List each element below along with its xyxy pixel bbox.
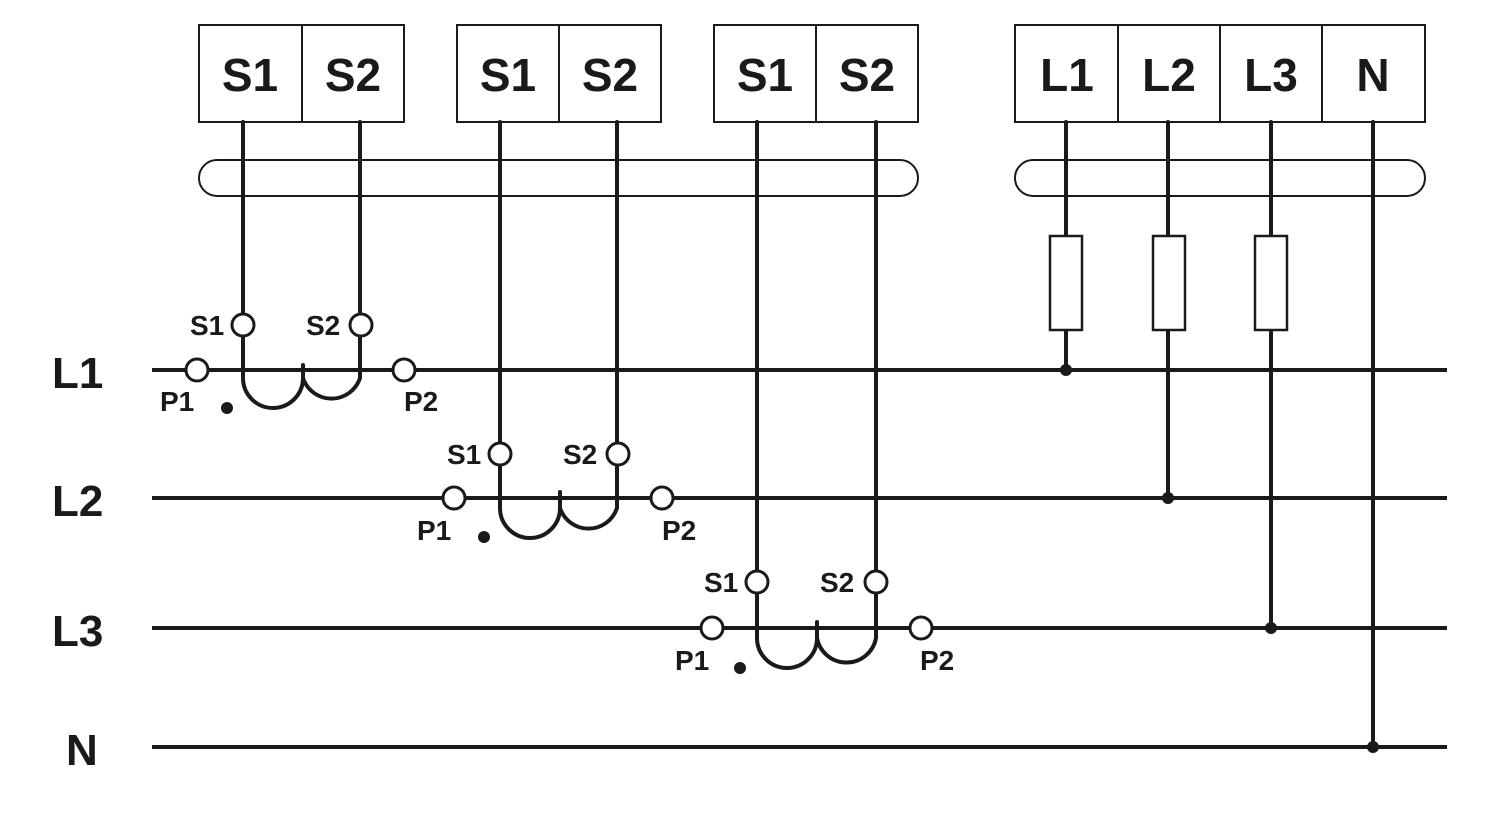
terminal-box bbox=[815, 24, 919, 123]
current-transformer-l3: S1 S2 P1 P2 bbox=[675, 567, 954, 676]
ct-label: P1 bbox=[675, 645, 709, 676]
polarity-dot bbox=[734, 662, 746, 674]
fuse bbox=[1253, 234, 1289, 332]
voltage-wires bbox=[1048, 120, 1379, 753]
current-transformer-l1: S1 S2 P1 P2 bbox=[160, 310, 438, 417]
terminal-box bbox=[1321, 24, 1426, 123]
terminal-s2 bbox=[348, 312, 374, 338]
junction-dot bbox=[1265, 622, 1277, 634]
line-label: L1 bbox=[52, 349, 103, 398]
terminal-box bbox=[1117, 24, 1221, 123]
ct-label: S1 bbox=[190, 310, 224, 341]
terminal-s1 bbox=[487, 441, 513, 467]
terminal-s2 bbox=[863, 569, 889, 595]
terminal-box bbox=[198, 24, 303, 123]
fuse bbox=[1151, 234, 1187, 332]
terminal-label: L1 bbox=[1040, 49, 1094, 101]
terminal-label: S2 bbox=[582, 49, 638, 101]
line-label: L3 bbox=[52, 607, 103, 656]
ct-coil bbox=[498, 465, 619, 540]
line-label: L2 bbox=[52, 477, 103, 526]
terminal-p2 bbox=[649, 485, 675, 511]
polarity-dot bbox=[221, 402, 233, 414]
terminal-s1 bbox=[744, 569, 770, 595]
cable-bundle-voltage bbox=[1014, 159, 1426, 197]
terminal-label: L2 bbox=[1142, 49, 1196, 101]
ct-label: P1 bbox=[160, 386, 194, 417]
ct-label: S1 bbox=[447, 439, 481, 470]
polarity-dot bbox=[478, 531, 490, 543]
terminal-box bbox=[713, 24, 817, 123]
ct-label: S2 bbox=[563, 439, 597, 470]
terminal-label: S1 bbox=[480, 49, 536, 101]
current-terminal-block-1: S1 S2 bbox=[198, 24, 405, 123]
terminal-box bbox=[301, 24, 405, 123]
terminal-p2 bbox=[908, 615, 934, 641]
current-terminal-block-2: S1 S2 bbox=[456, 24, 662, 123]
terminal-s2 bbox=[605, 441, 631, 467]
fuse bbox=[1048, 234, 1084, 332]
terminal-s1 bbox=[230, 312, 256, 338]
phase-lines: L1 L2 L3 N bbox=[52, 349, 1447, 775]
terminal-p1 bbox=[441, 485, 467, 511]
terminal-label: S2 bbox=[839, 49, 895, 101]
ct-label: P1 bbox=[417, 515, 451, 546]
current-transformer-l2: S1 S2 P1 P2 bbox=[417, 439, 696, 546]
voltage-terminal-block: L1 L2 L3 N bbox=[1014, 24, 1426, 123]
cable-bundle-current bbox=[198, 159, 919, 197]
current-terminal-block-3: S1 S2 bbox=[713, 24, 919, 123]
terminal-label: L3 bbox=[1244, 49, 1298, 101]
ct-label: S2 bbox=[306, 310, 340, 341]
junction-dot bbox=[1162, 492, 1174, 504]
terminal-label: S2 bbox=[325, 49, 381, 101]
ct-label: P2 bbox=[662, 515, 696, 546]
ct-label: S1 bbox=[704, 567, 738, 598]
terminal-p1 bbox=[699, 615, 725, 641]
terminal-p2 bbox=[391, 357, 417, 383]
junction-dot bbox=[1060, 364, 1072, 376]
terminal-box bbox=[558, 24, 662, 123]
terminal-p1 bbox=[184, 357, 210, 383]
terminal-box bbox=[456, 24, 560, 123]
crossing-marks bbox=[499, 300, 1374, 675]
terminal-label: S1 bbox=[737, 49, 793, 101]
terminal-label: S1 bbox=[222, 49, 278, 101]
ct-coil bbox=[241, 336, 362, 410]
ct-label: S2 bbox=[820, 567, 854, 598]
secondary-wires bbox=[241, 120, 878, 572]
line-label: N bbox=[66, 726, 98, 775]
ct-label: P2 bbox=[920, 645, 954, 676]
terminal-label: N bbox=[1356, 49, 1389, 101]
junction-dot bbox=[1367, 741, 1379, 753]
ct-label: P2 bbox=[404, 386, 438, 417]
